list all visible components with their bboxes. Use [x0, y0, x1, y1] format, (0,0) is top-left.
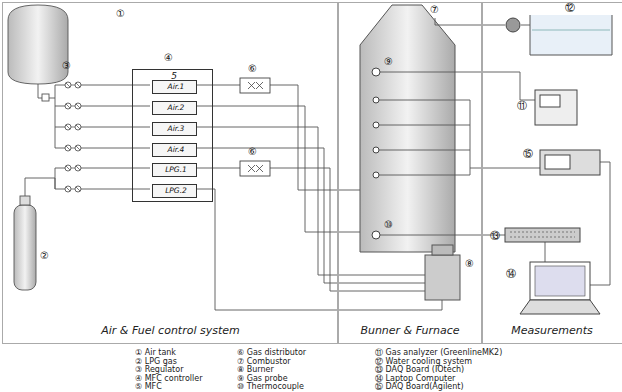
- key-entry: ⑦ Combustor: [237, 357, 291, 366]
- key-entry: ⑥ Gas distributor: [237, 348, 306, 357]
- region-panel: Measurements: [481, 2, 622, 344]
- region-label: Measurements: [482, 324, 622, 337]
- callout-number: ④: [164, 52, 173, 64]
- callout-number: ⑦: [430, 4, 439, 16]
- region-label: Bunner & Furnace: [338, 324, 482, 337]
- box-label: Air.4: [156, 145, 196, 150]
- mfc-box: Air.2: [152, 101, 197, 115]
- callout-number: ⑥: [248, 146, 257, 158]
- mfc-box: LPG.2: [152, 184, 197, 198]
- callout-number: ⑭: [506, 268, 516, 280]
- key-entry: ④ MFC controller: [135, 374, 203, 383]
- box-label: Air.2: [156, 103, 196, 108]
- box-label: Air.1: [156, 82, 196, 87]
- callout-number: ⑩: [384, 219, 393, 231]
- key-entry: ⑤ MFC: [135, 382, 162, 391]
- mfc-box: LPG.1: [152, 163, 197, 177]
- controller-box: 5Air.1Air.2Air.3Air.4LPG.1LPG.2: [132, 69, 213, 202]
- callout-number: ⑨: [384, 56, 393, 68]
- callout-number: ③: [62, 60, 71, 72]
- callout-number: ⑬: [490, 230, 500, 242]
- box-label: LPG.2: [156, 186, 196, 191]
- callout-number: ①: [116, 8, 125, 20]
- mfc-box: Air.3: [152, 122, 197, 136]
- key-entry: ⑫ Water cooling system: [375, 357, 472, 366]
- key-entry: ⑪ Gas analyzer (GreenlineMK2): [375, 348, 502, 357]
- callout-number: ⑪: [517, 100, 527, 112]
- mfc-box: Air.4: [152, 143, 197, 157]
- callout-number: ⑮: [523, 148, 533, 160]
- key-entry: ⑮ DAQ Board(Agilent): [375, 382, 464, 391]
- callout-number: ⑧: [465, 258, 474, 270]
- key-entry: ⑩ Thermocouple: [237, 382, 304, 391]
- box-label: Air.3: [156, 124, 196, 129]
- key-entry: ① Air tank: [135, 348, 176, 357]
- key-entry: ⑭ Laptop Computer: [375, 374, 455, 383]
- box-label: LPG.1: [156, 165, 196, 170]
- key-entry: ⑧ Burner: [237, 365, 274, 374]
- mfc-box: Air.1: [152, 80, 197, 94]
- region-panel: Bunner & Furnace: [337, 2, 483, 344]
- callout-number: ⑫: [565, 2, 575, 14]
- key-entry: ② LPG gas: [135, 357, 177, 366]
- key-entry: ③ Regulator: [135, 365, 183, 374]
- region-label: Air & Fuel control system: [3, 324, 338, 337]
- key-entry: ⑬ DAQ Board (IOtech): [375, 365, 464, 374]
- key-entry: ⑨ Gas probe: [237, 374, 288, 383]
- callout-number: ⑥: [248, 63, 257, 75]
- callout-number: ②: [40, 250, 49, 262]
